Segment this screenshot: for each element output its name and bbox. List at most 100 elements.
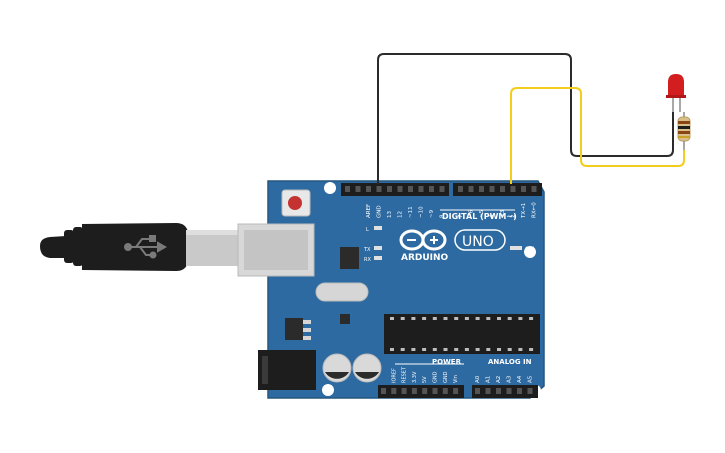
mounting-hole [322,384,334,396]
pin-label: 4 [490,214,496,218]
power-label: POWER [432,358,462,366]
pin-label: RESET [402,366,408,383]
pin-hole[interactable] [527,388,533,394]
pin-label: A3 [507,375,513,383]
pin-label: 7 [458,214,464,218]
black-wire-gnd[interactable] [377,53,674,184]
pin-hole[interactable] [442,388,448,394]
pin-label: GND [377,205,383,218]
led-rx [374,256,382,260]
led-rx-label: RX [364,257,371,263]
analog-label: ANALOG IN [488,358,532,366]
pin-hole[interactable] [439,186,445,192]
mounting-hole [524,246,536,258]
mounting-hole [324,182,336,194]
pin-hole[interactable] [432,388,438,394]
pin-hole[interactable] [510,186,516,192]
pin-hole[interactable] [366,186,371,192]
brand-label: ARDUINO [401,253,449,263]
usb-plug-metal [186,230,238,266]
led-tx-label: TX [363,247,371,253]
led-l [374,226,382,230]
pin-label: ~11 [408,206,414,218]
pin-label: TX→1 [521,203,527,219]
resistor[interactable] [677,112,691,150]
pin-label: ~10 [419,206,425,218]
atmega-microcontroller [384,314,540,354]
pin-label: 2 [511,215,517,219]
led-on-label: ON [525,246,534,253]
digital-header-label: DIGITAL (PWM~) [442,212,517,221]
pin-hole[interactable] [458,186,463,192]
pin-hole[interactable] [517,388,522,394]
pin-hole[interactable] [521,186,526,192]
crystal-oscillator [315,282,369,302]
usb-icon [124,235,168,259]
pin-hole[interactable] [387,186,392,192]
pin-hole[interactable] [485,388,491,394]
pin-label: ~6 [469,209,475,218]
usb-controller-chip [340,247,359,269]
led-l-label: L [366,227,369,233]
pin-hole[interactable] [475,388,480,394]
small-chip [340,314,350,324]
pin-hole[interactable] [381,388,386,394]
usb-strain-relief-2 [73,227,83,266]
pin-hole[interactable] [496,388,501,394]
led-on [510,246,522,250]
voltage-regulator [285,318,311,340]
pin-hole[interactable] [500,186,505,192]
model-badge [454,229,506,251]
pin-label: 3.3V [412,371,418,383]
bottom-pin-holes [381,388,533,394]
pin-label: Vin [453,375,459,383]
pin-hole[interactable] [397,186,403,192]
pin-hole[interactable] [401,388,407,394]
pin-hole[interactable] [468,186,474,192]
digital-pin-holes [345,186,537,192]
pin-label: IOREF [391,368,397,383]
pin-hole[interactable] [391,388,397,394]
pin-hole[interactable] [422,388,428,394]
pin-label: A5 [528,375,534,383]
power-header[interactable] [378,385,464,398]
pin-hole[interactable] [489,186,495,192]
pin-hole[interactable] [411,388,417,394]
pin-label: 13 [387,211,393,218]
pin-label: GND [433,371,439,383]
pin-label: AREF [366,204,372,218]
usb-strain-relief-1 [64,230,74,263]
infinity-logo-icon [399,229,447,251]
dc-power-jack[interactable] [258,350,316,390]
pin-label: A2 [496,376,502,383]
pin-hole[interactable] [531,186,537,192]
pin-label: ~3 [500,209,506,218]
pin-hole[interactable] [408,186,413,192]
pin-hole[interactable] [355,186,361,192]
pin-label: 12 [398,211,404,218]
pin-hole[interactable] [418,186,424,192]
pin-hole[interactable] [345,186,350,192]
red-led[interactable] [666,74,686,112]
pin-label: ~9 [429,209,435,218]
pin-label: A0 [475,375,481,383]
pin-hole[interactable] [453,388,459,394]
reset-button[interactable] [281,189,311,217]
capacitor [322,353,352,383]
capacitor [352,353,382,383]
pin-label: A4 [517,375,523,383]
pin-hole[interactable] [429,186,434,192]
usb-cable-end [40,236,66,258]
pin-hole[interactable] [506,388,512,394]
pin-hole[interactable] [479,186,484,192]
yellow-wire-pin2[interactable] [510,87,685,184]
pin-label: GND [443,371,449,383]
usb-cable[interactable] [40,223,238,271]
pin-label: RX←0 [532,202,538,218]
pin-hole[interactable] [376,186,382,192]
pin-label: A1 [486,376,492,383]
